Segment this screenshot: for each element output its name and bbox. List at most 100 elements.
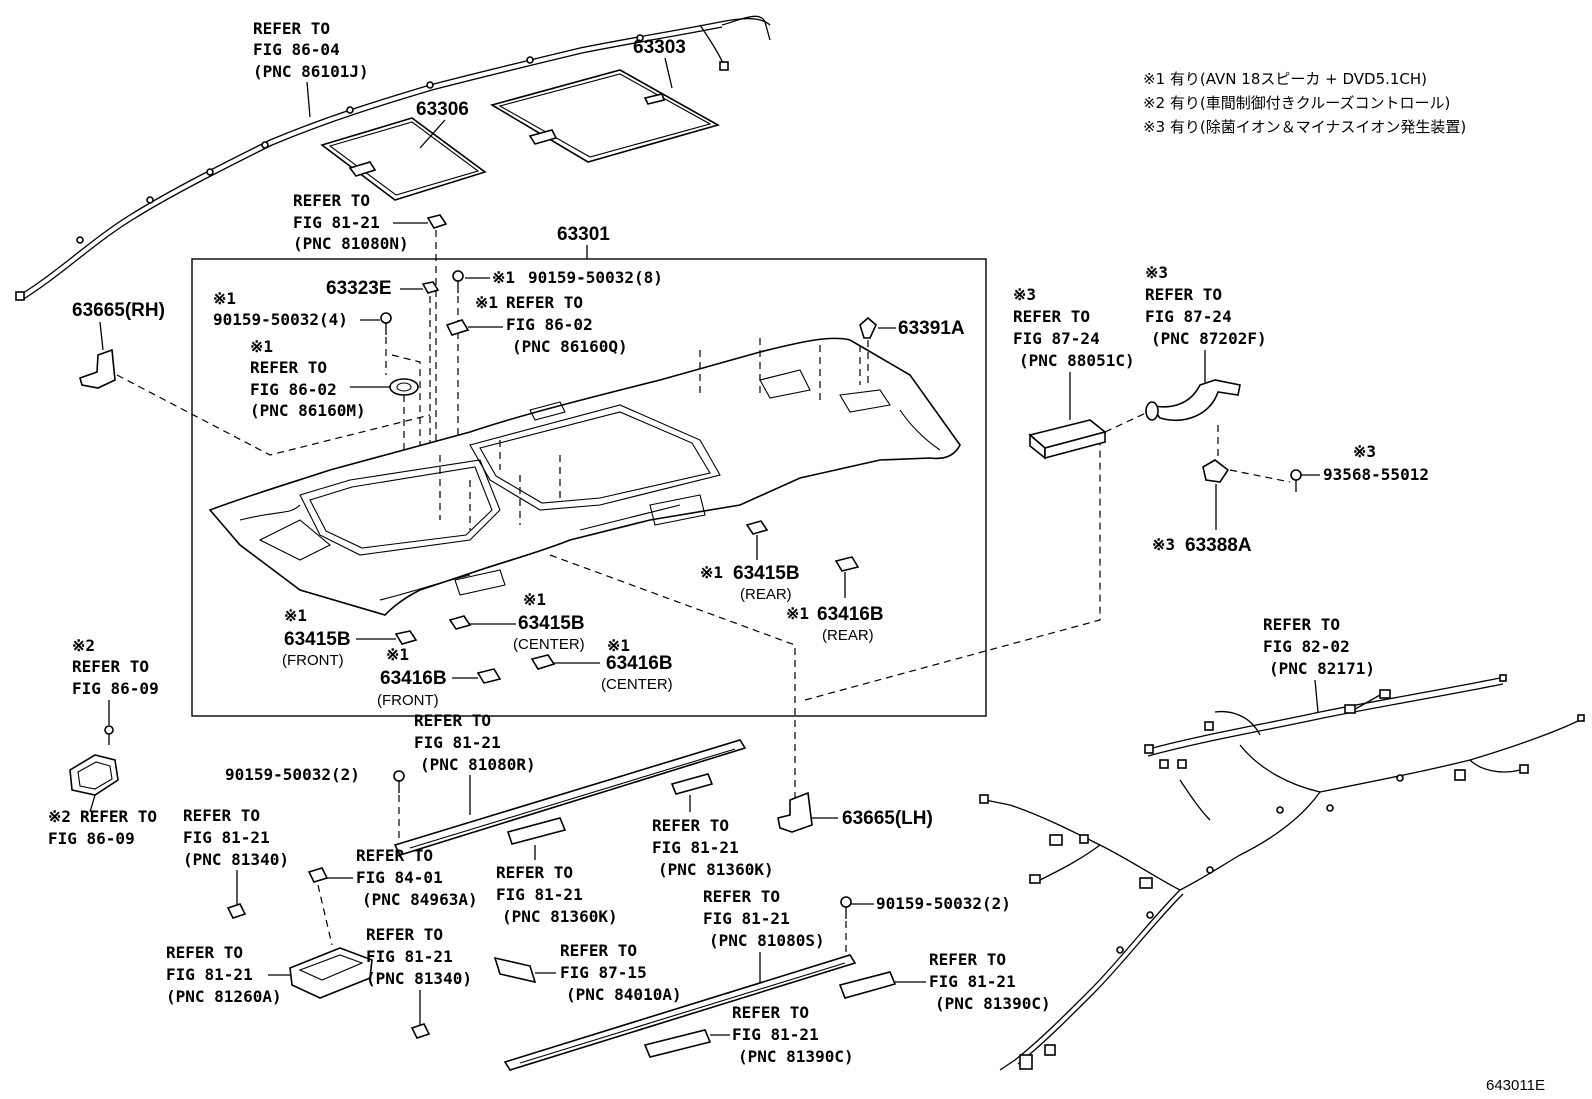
bolt-2b-label: 90159-50032(2)	[876, 894, 1011, 913]
ref-86160q-pnc: (PNC 86160Q)	[512, 337, 628, 356]
ref-84963a-fig: FIG 84-01	[356, 868, 443, 887]
sensor-bracket-86-09-drawing	[69, 754, 119, 813]
cover-81390c-bottom-drawing	[643, 1029, 712, 1058]
bolt-86-09-drawing	[104, 725, 114, 745]
ref-81080s-fig: FIG 81-21	[703, 909, 790, 928]
ref-86160m-fig: FIG 86-02	[250, 380, 337, 399]
clip-81080n-drawing	[426, 214, 448, 229]
ref-81080s-pnc: (PNC 81080S)	[709, 931, 825, 950]
ref-81080r-refer: REFER TO	[414, 711, 491, 730]
headliner-dash-lines	[439, 338, 861, 530]
mark-63416b-rear: ※1	[786, 604, 809, 623]
qualifier-63415b-center: (CENTER)	[513, 636, 585, 653]
part-63415b-front-label: 63415B	[284, 629, 351, 650]
rail-81080r-drawing	[393, 739, 747, 856]
qualifier-63416b-front: (FRONT)	[377, 692, 439, 709]
ref-81390c-bottom-refer: REFER TO	[732, 1003, 809, 1022]
ref-antenna-refer: REFER TO	[253, 19, 330, 38]
mark-63415b-front: ※1	[284, 606, 307, 625]
console-81260a-drawing	[289, 947, 373, 999]
mark-63388a: ※3	[1152, 535, 1175, 554]
note-1: ※1 有り(AVN 18スピーカ + DVD5.1CH)	[1143, 70, 1427, 88]
ref-81360k-upper-fig: FIG 81-21	[652, 838, 739, 857]
clip-63416b-front-drawing	[476, 668, 502, 684]
screw-93568-drawing	[1290, 469, 1302, 492]
part-63415b-rear-label: 63415B	[733, 563, 800, 584]
mark-63415b-rear: ※1	[700, 563, 723, 582]
dash-63665lh	[549, 554, 796, 800]
leader-63303	[664, 57, 673, 89]
part-63388a-label: 63388A	[1185, 535, 1252, 556]
ref-86-09-top-refer: REFER TO	[72, 657, 149, 676]
ref-86160q-fig: FIG 86-02	[506, 315, 593, 334]
mark-bolt-4: ※1	[213, 289, 236, 308]
ref-87202f-refer: REFER TO	[1145, 285, 1222, 304]
ref-81340-a-pnc: (PNC 81340)	[183, 850, 289, 869]
clip-63391a-drawing	[859, 316, 877, 339]
leader-antenna	[306, 81, 311, 118]
cover-81360k-lower-drawing	[506, 817, 567, 845]
rail-81080s-drawing	[503, 954, 857, 1071]
mark-86160q: ※1	[475, 293, 498, 312]
diagram-id: 643011E	[1486, 1077, 1545, 1094]
ref-81260a-fig: FIG 81-21	[166, 965, 253, 984]
ref-84963a-refer: REFER TO	[356, 846, 433, 865]
ref-87202f-fig: FIG 87-24	[1145, 307, 1232, 326]
bracket-63665lh-drawing	[777, 791, 813, 833]
part-63306-label: 63306	[416, 99, 469, 120]
screw-93568-label: 93568-55012	[1323, 465, 1429, 484]
light-84010a-drawing	[493, 956, 537, 984]
ref-81080s-refer: REFER TO	[703, 887, 780, 906]
antenna-cable-drawing	[15, 15, 771, 301]
mark-86-09-bottom: ※2	[48, 807, 71, 826]
dash-84963a	[317, 884, 333, 946]
clip-63388a-drawing	[1202, 459, 1230, 483]
ref-81390c-right-fig: FIG 81-21	[929, 972, 1016, 991]
dash-88051c	[804, 440, 1101, 701]
headliner-drawing	[208, 337, 961, 616]
ref-81340-a-refer: REFER TO	[183, 806, 260, 825]
ref-86160m-pnc: (PNC 86160M)	[250, 401, 366, 420]
ion-generator-88051c-drawing	[1028, 419, 1107, 460]
qualifier-63415b-front: (FRONT)	[282, 652, 344, 669]
ref-81080n-fig: FIG 81-21	[293, 213, 380, 232]
leader-82171	[1314, 679, 1319, 713]
clip-63415b-center-drawing	[448, 615, 472, 630]
cover-81390c-right-drawing	[838, 971, 897, 999]
assembly-frame	[191, 258, 987, 717]
wire-harness-82171-drawing	[979, 674, 1585, 1071]
bolt-2a-label: 90159-50032(2)	[225, 765, 360, 784]
part-63416b-center-label: 63416B	[606, 653, 673, 674]
ref-81260a-refer: REFER TO	[166, 943, 243, 962]
ref-86-09-bottom-refer: REFER TO	[80, 807, 157, 826]
dash-88051c-87202f	[1104, 411, 1149, 433]
ref-88051c-pnc: (PNC 88051C)	[1019, 351, 1135, 370]
speaker-86160q-drawing	[445, 319, 470, 336]
ref-87202f-pnc: (PNC 87202F)	[1151, 329, 1267, 348]
part-63415b-center-label: 63415B	[518, 613, 585, 634]
mark-screw-93568: ※3	[1353, 442, 1376, 461]
dash-63665rh	[116, 374, 431, 456]
ref-antenna-pnc: (PNC 86101J)	[253, 62, 369, 81]
mark-63416b-center: ※1	[607, 636, 630, 655]
ref-88051c-fig: FIG 87-24	[1013, 329, 1100, 348]
ref-81340-b-fig: FIG 81-21	[366, 947, 453, 966]
ref-81360k-upper-pnc: (PNC 81360K)	[658, 860, 774, 879]
qualifier-63415b-rear: (REAR)	[740, 586, 792, 603]
ref-81390c-bottom-fig: FIG 81-21	[732, 1025, 819, 1044]
ref-81360k-lower-fig: FIG 81-21	[496, 885, 583, 904]
ref-86160m-refer: REFER TO	[250, 358, 327, 377]
ref-81360k-upper-refer: REFER TO	[652, 816, 729, 835]
mark-86-09-top: ※2	[72, 636, 95, 655]
ref-81390c-right-pnc: (PNC 81390C)	[935, 994, 1051, 1013]
bolt-4-drawing	[380, 312, 392, 335]
dash-screw-93568	[1229, 469, 1291, 483]
note-2: ※2 有り(車間制御付きクルーズコントロール)	[1143, 94, 1450, 112]
mark-87202f: ※3	[1145, 263, 1168, 282]
part-63301-label: 63301	[557, 224, 610, 245]
ref-82171-fig: FIG 82-02	[1263, 637, 1350, 656]
ref-81340-b-refer: REFER TO	[366, 925, 443, 944]
note-3: ※3 有り(除菌イオン＆マイナスイオン発生装置)	[1143, 118, 1466, 136]
clip-63415b-rear-drawing	[745, 520, 769, 535]
